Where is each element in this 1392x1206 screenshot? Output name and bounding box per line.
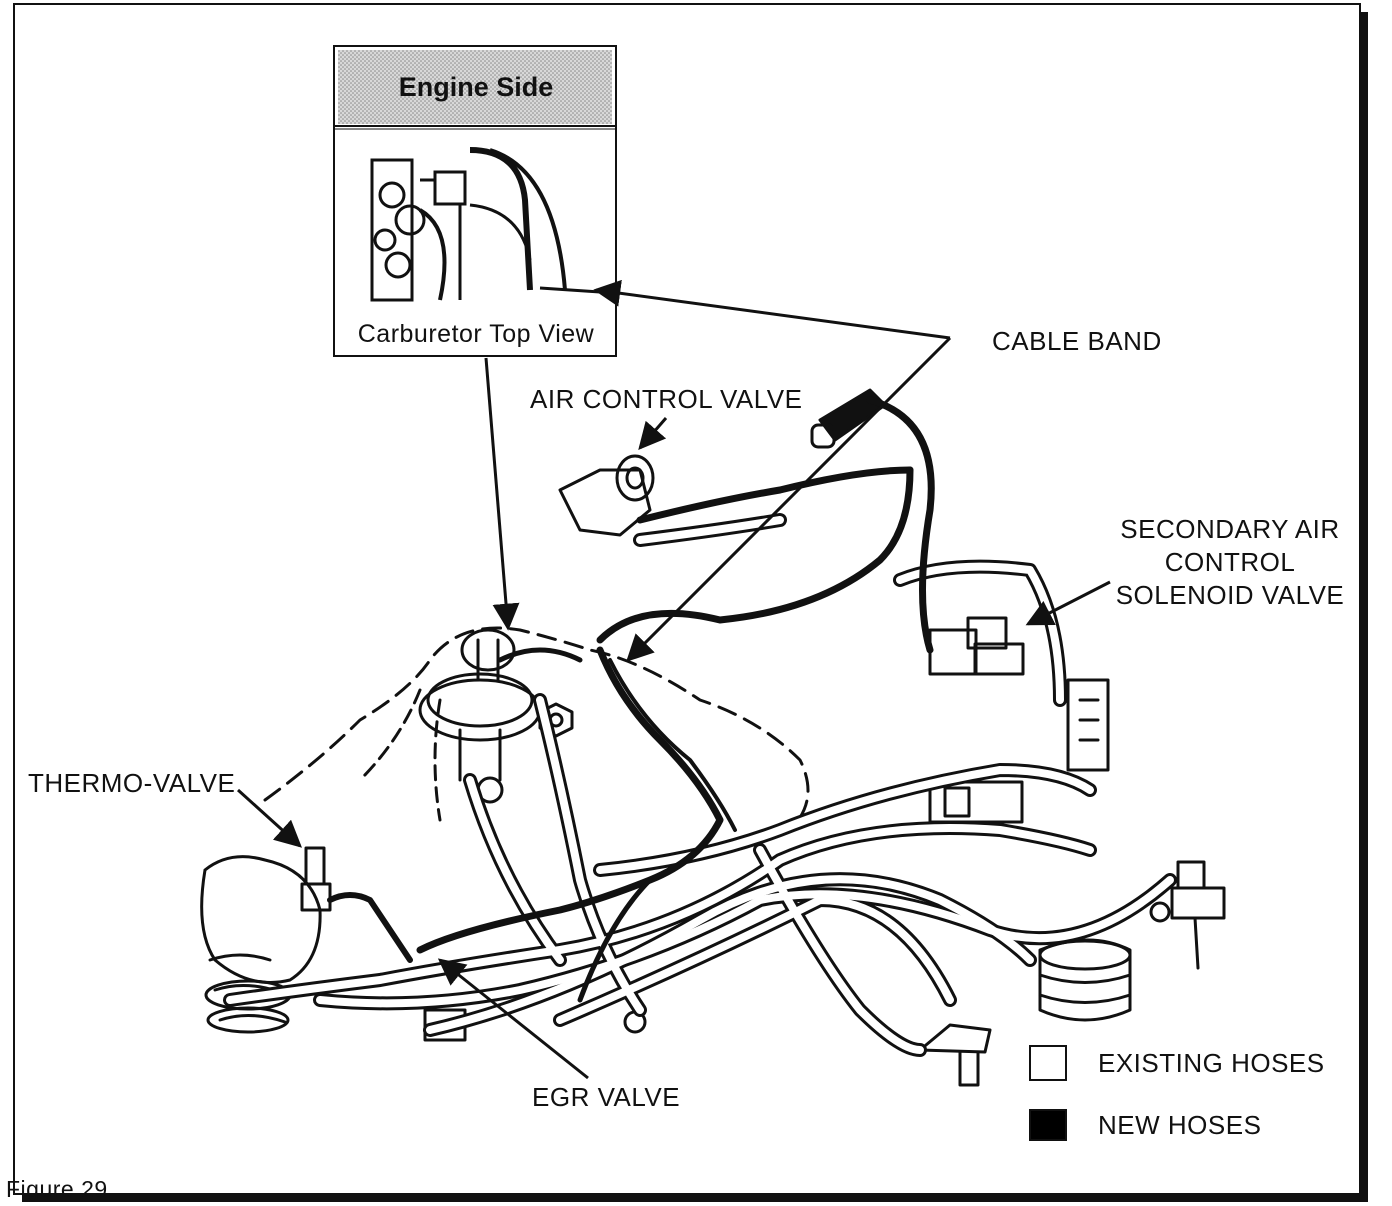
label-thermo-valve: THERMO-VALVE [28,768,236,798]
carburetor-top-view-drawing [370,147,601,302]
label-cable-band: CABLE BAND [992,326,1162,356]
label-secondary-air-line-1: SECONDARY AIR [1120,514,1340,544]
figure-number: Figure 29 [6,1176,108,1202]
label-secondary-air-control-solenoid-valve: SECONDARY AIR CONTROL SOLENOID VALVE [1100,514,1360,610]
leader-lines [236,279,1111,1080]
legend-new-swatch [1029,1109,1067,1141]
inset-title: Engine Side [398,71,554,102]
legend-existing-swatch [1029,1045,1067,1081]
legend-existing-label: EXISTING HOSES [1098,1048,1325,1078]
inset-caption: Carburetor Top View [357,320,595,348]
leader-cable-band-upper [593,279,951,340]
leader-air-control-valve [638,417,668,451]
leader-thermo-valve [236,788,303,848]
leader-cable-band-lower [626,336,952,662]
new-hoses [327,396,935,1003]
inset-box [333,45,617,357]
label-secondary-air-line-2: CONTROL [1164,547,1296,577]
existing-hoses [223,513,1177,1057]
label-air-control-valve: AIR CONTROL VALVE [530,384,803,414]
legend-new-label: NEW HOSES [1098,1110,1262,1140]
leader-egr-valve [437,958,589,1080]
leader-secondary-air [1025,580,1111,626]
label-egr-valve: EGR VALVE [532,1082,681,1112]
leader-carburetor-to-egr [484,357,520,631]
label-secondary-air-line-3: SOLENOID VALVE [1115,580,1345,610]
